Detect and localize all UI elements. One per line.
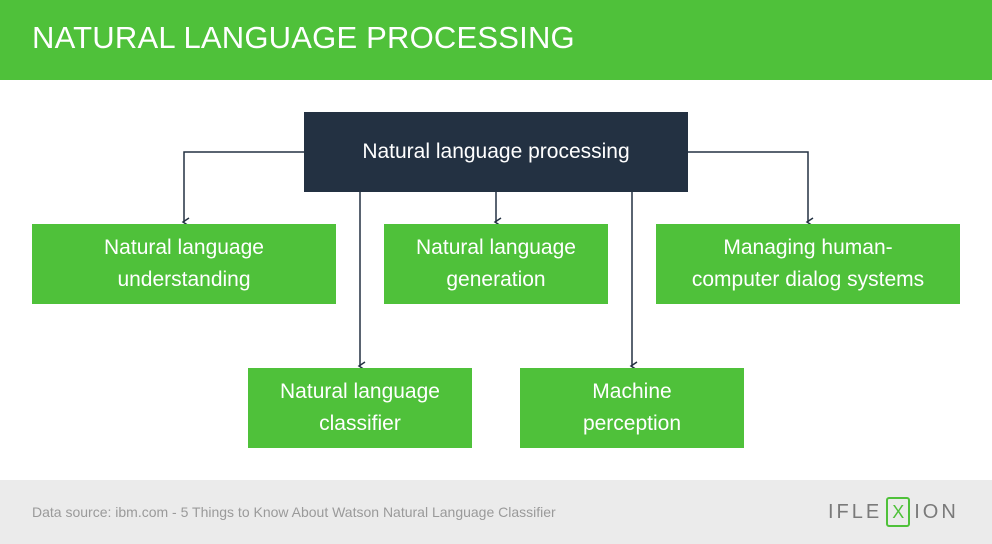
data-source-text: Data source: ibm.com - 5 Things to Know … <box>32 504 556 520</box>
node-perception-line1: Machine <box>592 380 672 403</box>
brand-logo-prefix: IFLE <box>828 500 883 523</box>
footer-bar: Data source: ibm.com - 5 Things to Know … <box>0 480 992 544</box>
node-perception-line2: perception <box>582 412 682 435</box>
header-bar: NATURAL LANGUAGE PROCESSING <box>0 0 992 80</box>
node-nlg-line1: Natural language <box>416 236 576 259</box>
node-dialog-line1: Managing human- <box>723 236 893 259</box>
connector-root-to-dialog <box>688 151 814 227</box>
node-classifier-line1: Natural language <box>280 380 440 403</box>
node-nlu-line2: understanding <box>117 268 251 291</box>
node-dialog: Managing human- computer dialog systems <box>656 224 960 304</box>
brand-logo-suffix: ION <box>914 500 959 523</box>
connector-root-to-nlu <box>181 151 304 227</box>
node-nlu: Natural language understanding <box>32 224 336 304</box>
root-node-label: Natural language processing <box>362 140 630 163</box>
node-nlg-line2: generation <box>446 268 546 291</box>
page-title: NATURAL LANGUAGE PROCESSING <box>32 20 575 55</box>
node-perception: Machine perception <box>520 368 744 448</box>
connector-lines <box>181 151 814 371</box>
root-node: Natural language processing <box>304 112 688 192</box>
node-nlg: Natural language generation <box>384 224 608 304</box>
node-classifier-line2: classifier <box>319 412 401 435</box>
node-nlu-line1: Natural language <box>104 236 264 259</box>
node-classifier: Natural language classifier <box>248 368 472 448</box>
node-dialog-line2: computer dialog systems <box>691 268 925 291</box>
brand-logo: IFLE X ION <box>828 497 959 527</box>
brand-logo-mark: X <box>886 497 911 527</box>
